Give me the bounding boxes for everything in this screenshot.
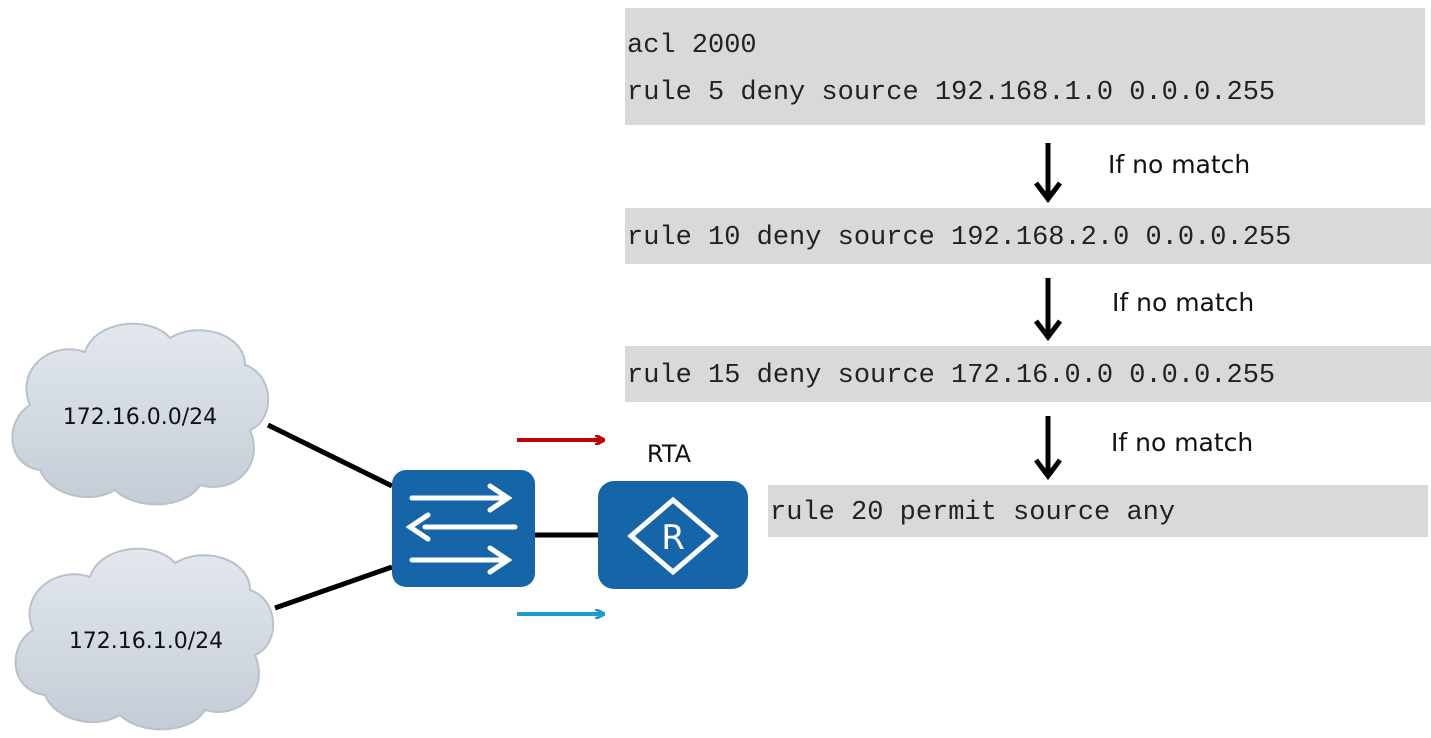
acl-rule-line: rule 10 deny source 192.168.2.0 0.0.0.25… <box>627 223 1292 253</box>
acl-rule-line: rule 15 deny source 172.16.0.0 0.0.0.255 <box>627 361 1276 391</box>
cloud-icon: 172.16.0.0/24 <box>11 322 270 506</box>
flow-label: If no match <box>1108 150 1251 179</box>
flow-arrow-down-icon <box>1034 416 1062 481</box>
router-icon: R <box>598 481 748 589</box>
svg-text:R: R <box>661 518 685 558</box>
network-label-a: 172.16.0.0/24 <box>63 405 217 430</box>
acl-rule-line: rule 5 deny source 192.168.1.0 0.0.0.255 <box>627 78 1276 108</box>
acl-rule-block-1: acl 2000 rule 5 deny source 192.168.1.0 … <box>625 8 1425 125</box>
cloud-icon: 172.16.1.0/24 <box>14 547 275 731</box>
link-network-a-switch <box>266 422 394 489</box>
network-label-b: 172.16.1.0/24 <box>69 629 223 654</box>
acl-header-line: acl 2000 <box>627 31 757 61</box>
acl-rule-line: rule 20 permit source any <box>770 498 1176 528</box>
acl-rule-block-4: rule 20 permit source any <box>768 485 1428 537</box>
router-label: RTA <box>647 440 692 468</box>
flow-label: If no match <box>1111 428 1254 457</box>
acl-rule-block-2: rule 10 deny source 192.168.2.0 0.0.0.25… <box>625 208 1431 264</box>
switch-icon <box>392 470 535 587</box>
acl-rule-block-3: rule 15 deny source 172.16.0.0 0.0.0.255 <box>625 346 1431 402</box>
flow-label: If no match <box>1112 288 1255 317</box>
flow-arrow-down-icon <box>1034 278 1062 342</box>
flow-arrow-down-icon <box>1034 143 1062 204</box>
link-network-b-switch <box>274 564 393 611</box>
